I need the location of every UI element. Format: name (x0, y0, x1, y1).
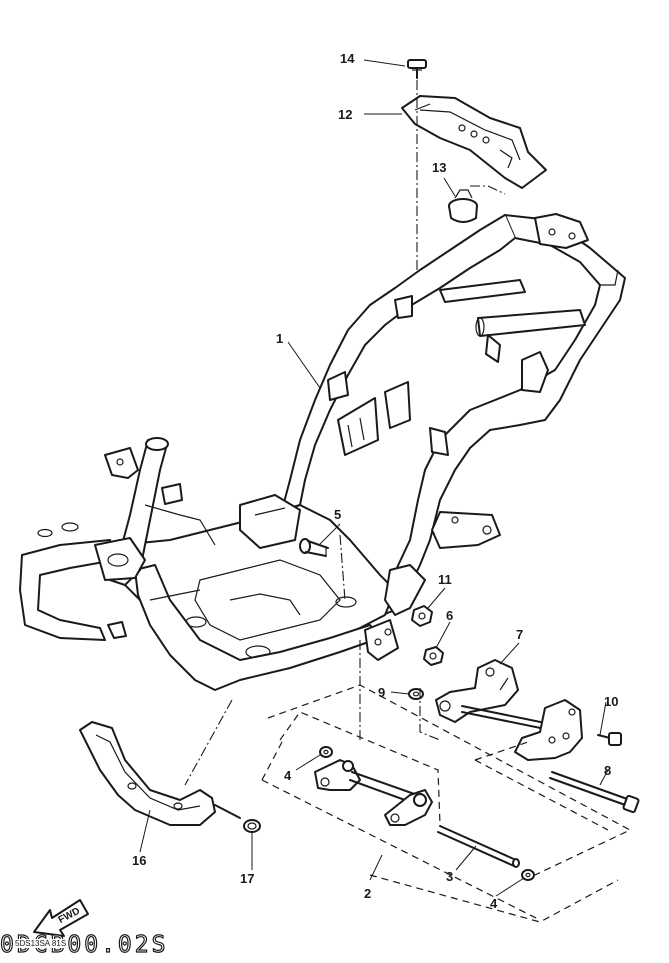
washer-9 (408, 688, 424, 700)
cover-16 (79, 721, 216, 826)
washer-4a (319, 746, 333, 758)
part-label: 2 (364, 886, 371, 901)
part-label: 16 (132, 853, 146, 868)
fwd-arrow-icon: FWD (33, 899, 89, 937)
part-label: 14 (340, 51, 355, 66)
part-label: 4 (490, 896, 498, 911)
bracket-12 (401, 95, 547, 189)
damper-13 (448, 189, 478, 223)
part-label: 3 (446, 869, 453, 884)
part-label: 10 (604, 694, 618, 709)
drawing-ref: 5DS13SA 81S (14, 939, 68, 948)
bolt-10 (597, 732, 622, 746)
part-label: 9 (378, 685, 385, 700)
nut-6 (423, 646, 444, 666)
bolt-5 (299, 538, 329, 557)
long-bolt-8 (549, 771, 640, 814)
bolt-17 (214, 804, 261, 833)
engine-bracket-right (514, 699, 583, 761)
bolt-14 (407, 59, 427, 79)
main-frame-1 (19, 213, 626, 691)
part-label: 5 (334, 507, 341, 522)
engine-bracket-7 (435, 659, 519, 723)
part-label: 11 (438, 572, 452, 587)
part-label: 8 (604, 763, 611, 778)
part-label: 1 (276, 331, 283, 346)
part-label: 12 (338, 107, 352, 122)
part-label: 7 (516, 627, 523, 642)
nut-11 (411, 605, 433, 627)
part-label: 17 (240, 871, 254, 886)
part-label: 13 (432, 160, 446, 175)
part-label: 6 (446, 608, 453, 623)
part-label: 4 (284, 768, 292, 783)
shaft-3 (437, 825, 520, 868)
washer-4b (521, 869, 535, 881)
link-assembly-2 (314, 759, 433, 826)
